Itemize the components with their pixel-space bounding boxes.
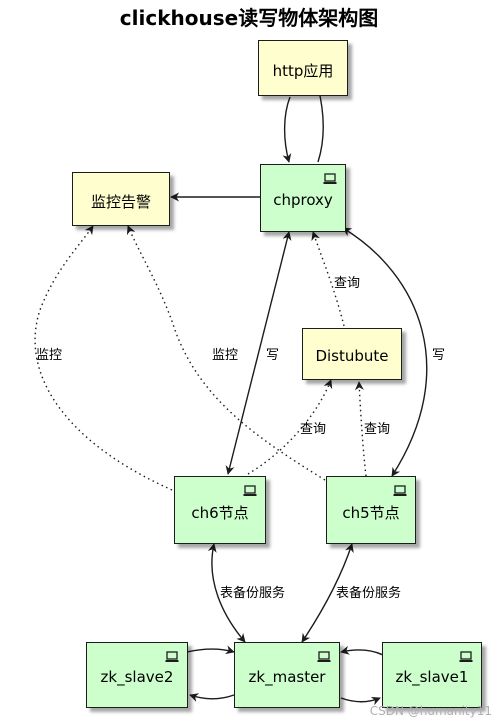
node-label: ch6节点	[191, 503, 249, 522]
node-label: zk_slave1	[395, 668, 469, 686]
edge-zk-slave1-to-master	[340, 645, 384, 656]
computer-icon	[393, 485, 407, 496]
computer-icon	[317, 651, 331, 662]
edge-zk-master-to-slave2	[189, 693, 235, 702]
edge-chproxy-to-http	[315, 86, 325, 163]
computer-icon	[459, 651, 473, 662]
edge-label-write-ch6: 写	[266, 348, 280, 363]
node-label: ch5节点	[342, 503, 400, 522]
node-http-app[interactable]: http应用	[258, 40, 348, 96]
edge-label-query-ch5: 查询	[364, 422, 391, 437]
edge-ch5-zk-master	[301, 543, 354, 643]
edge-http-to-chproxy	[282, 96, 292, 163]
watermark: CSDN @humanity11	[369, 704, 492, 718]
computer-icon	[323, 173, 337, 184]
node-zk-slave2[interactable]: zk_slave2	[86, 642, 188, 708]
edge-label-table-service-ch5: 表备份服务	[336, 586, 402, 601]
node-chproxy[interactable]: chproxy	[260, 164, 346, 232]
edge-chproxy-ch6-write	[225, 231, 292, 475]
node-label: chproxy	[273, 191, 333, 209]
edge-label-monitor-ch5: 监控	[212, 348, 239, 363]
node-label: http应用	[272, 61, 334, 80]
node-ch5[interactable]: ch5节点	[326, 476, 416, 544]
edge-distribute-to-chproxy	[311, 231, 345, 327]
node-label: zk_master	[248, 668, 326, 686]
node-distribute[interactable]: Distubute	[302, 328, 402, 380]
computer-icon	[165, 651, 179, 662]
node-monitor-alert[interactable]: 监控告警	[72, 172, 170, 226]
node-zk-slave1[interactable]: zk_slave1	[382, 642, 482, 708]
edge-label-query-chproxy: 查询	[334, 276, 361, 291]
node-label: zk_slave2	[100, 668, 174, 686]
edge-label-table-service-ch6: 表备份服务	[220, 586, 286, 601]
computer-icon	[243, 485, 257, 496]
node-ch6[interactable]: ch6节点	[174, 476, 266, 544]
edge-label-query-ch6: 查询	[300, 422, 327, 437]
diagram-title: clickhouse读写物体架构图	[119, 6, 379, 30]
edge-zk-slave2-to-master	[186, 645, 235, 655]
node-label: 监控告警	[90, 192, 151, 211]
node-label: Distubute	[315, 347, 389, 365]
edge-zk-master-to-slave1	[340, 696, 381, 706]
edge-chproxy-ch5-write	[342, 227, 428, 477]
edge-ch6-zk-master	[207, 543, 246, 643]
node-zk-master[interactable]: zk_master	[234, 642, 340, 708]
edge-label-write-ch5: 写	[432, 348, 446, 363]
edge-label-monitor-ch6: 监控	[36, 348, 63, 363]
